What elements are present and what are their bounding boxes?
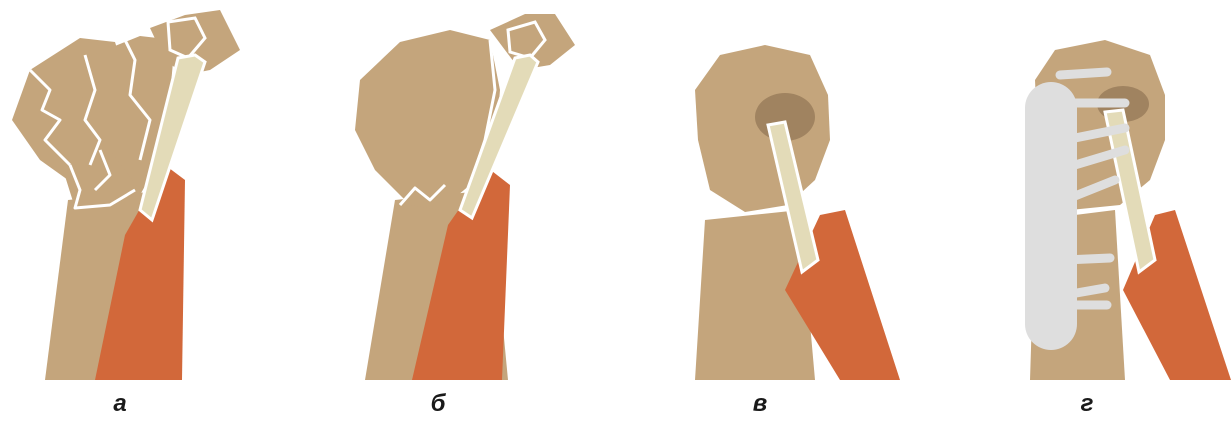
screw xyxy=(1060,72,1107,75)
panel-label: б xyxy=(418,390,458,418)
illustration-plate-fixation xyxy=(975,0,1231,423)
illustration-comminuted-fracture xyxy=(0,0,280,423)
illustration-tendon-reattached xyxy=(670,0,950,423)
fixation-plate xyxy=(1025,82,1077,350)
panel-label: в xyxy=(740,390,780,418)
panel-v: в xyxy=(670,0,950,423)
illustration-reconstructed-head xyxy=(340,0,620,423)
panel-label: г xyxy=(1067,390,1107,418)
panel-g: г xyxy=(975,0,1231,423)
panel-label: а xyxy=(100,390,140,418)
panel-a: а xyxy=(0,0,280,423)
panel-b: б xyxy=(340,0,620,423)
